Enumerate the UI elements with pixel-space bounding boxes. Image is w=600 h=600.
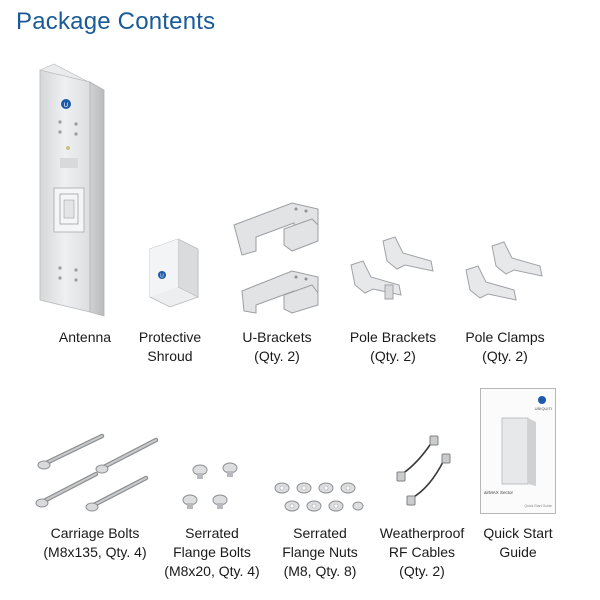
caption-serrated-flange-bolts: Serrated Flange Bolts (M8x20, Qty. 4) (164, 525, 260, 579)
carriage-bolts-image (30, 428, 160, 518)
caption-u-brackets: U-Brackets (Qty. 2) (242, 329, 312, 364)
caption-weatherproof-rf-cables: Weatherproof RF Cables (Qty. 2) (379, 525, 465, 579)
caption-quick-start-guide: Quick Start Guide (483, 525, 553, 560)
caption-pole-clamps: Pole Clamps (Qty. 2) (465, 329, 545, 364)
quick-start-guide-image: UBIQUITI airMAX Sector Quick Start Guide (480, 388, 556, 514)
caption-antenna: Antenna (58, 329, 112, 345)
caption-serrated-flange-nuts: Serrated Flange Nuts (M8, Qty. 8) (282, 525, 358, 579)
protective-shroud-image: U (140, 235, 210, 310)
serrated-flange-nuts-image (272, 480, 364, 522)
guide-product: airMAX Sector (484, 490, 514, 495)
serrated-flange-bolts-image (178, 458, 248, 513)
guide-brand: UBIQUITI (534, 406, 552, 411)
pole-clamps-image (460, 240, 555, 315)
svg-text:U: U (64, 102, 68, 109)
svg-text:U: U (160, 274, 164, 280)
guide-subtitle: Quick Start Guide (524, 504, 552, 508)
pole-brackets-image (345, 235, 440, 315)
caption-protective-shroud: Protective Shroud (138, 329, 202, 364)
page-title: Package Contents (16, 8, 216, 35)
u-brackets-image (222, 195, 332, 315)
caption-carriage-bolts: Carriage Bolts (M8x135, Qty. 4) (43, 525, 147, 560)
caption-pole-brackets: Pole Brackets (Qty. 2) (349, 329, 437, 364)
weatherproof-rf-cables-image (392, 432, 472, 512)
antenna-image: U (30, 60, 120, 320)
